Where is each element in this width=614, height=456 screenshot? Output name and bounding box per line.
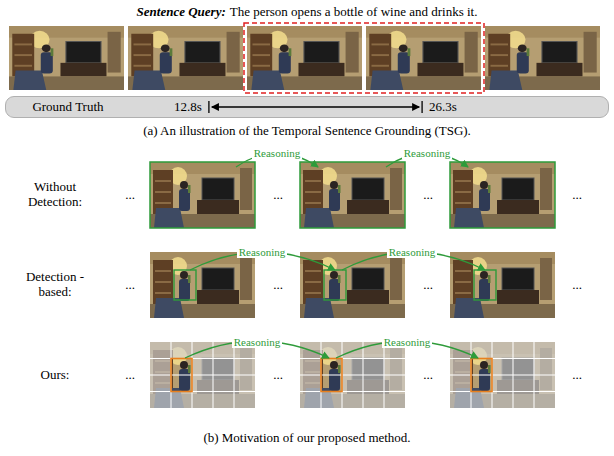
reasoning-label: Reasoning <box>387 246 437 259</box>
ellipsis: ... <box>125 188 135 203</box>
query-heading: Sentence Query: <box>137 5 226 20</box>
frame <box>300 162 405 228</box>
caption: (b) Motivation of our proposed method. <box>203 431 410 446</box>
ellipsis: ... <box>572 368 582 383</box>
video-frame <box>485 26 600 90</box>
ground-truth-box <box>244 23 484 93</box>
row-label: Without Detection: <box>15 180 95 210</box>
ellipsis: ... <box>572 188 582 203</box>
video-frame <box>128 26 243 90</box>
ellipsis: ... <box>572 278 582 293</box>
frame <box>150 252 255 318</box>
frame <box>150 162 255 228</box>
ellipsis: ... <box>423 368 433 383</box>
ellipsis: ... <box>273 278 283 293</box>
reasoning-label: Reasoning <box>237 246 287 259</box>
frame <box>450 162 555 228</box>
ellipsis: ... <box>125 368 135 383</box>
reasoning-label: Reasoning <box>232 336 282 349</box>
patch-frame <box>450 342 555 408</box>
ellipsis: ... <box>423 278 433 293</box>
reasoning-label: Reasoning <box>402 147 452 160</box>
caption: (a) An illustration of the Temporal Sent… <box>143 124 471 139</box>
video-frame <box>366 26 481 90</box>
ellipsis: ... <box>273 188 283 203</box>
ellipsis: ... <box>273 368 283 383</box>
span-bar <box>421 101 422 113</box>
time-stamp: 12.8s <box>174 100 202 115</box>
span-bar <box>208 101 209 113</box>
video-frame <box>9 26 124 90</box>
arrow-head <box>211 103 219 111</box>
ellipsis: ... <box>423 188 433 203</box>
time-stamp: 26.3s <box>429 100 457 115</box>
patch-frame <box>150 342 255 408</box>
span-line <box>212 106 419 107</box>
ellipsis: ... <box>125 278 135 293</box>
arrow-head <box>412 103 420 111</box>
ground-truth-bar: Ground Truth 12.8s 26.3s <box>5 96 609 118</box>
reasoning-label: Reasoning <box>382 336 432 349</box>
bar-title: Ground Truth <box>32 100 103 115</box>
reasoning-label: Reasoning <box>252 147 302 160</box>
video-frame <box>247 26 362 90</box>
row-label: Detection -based: <box>15 270 95 300</box>
query-text: The person opens a bottle of wine and dr… <box>230 5 478 20</box>
row-label: Ours: <box>41 368 70 383</box>
